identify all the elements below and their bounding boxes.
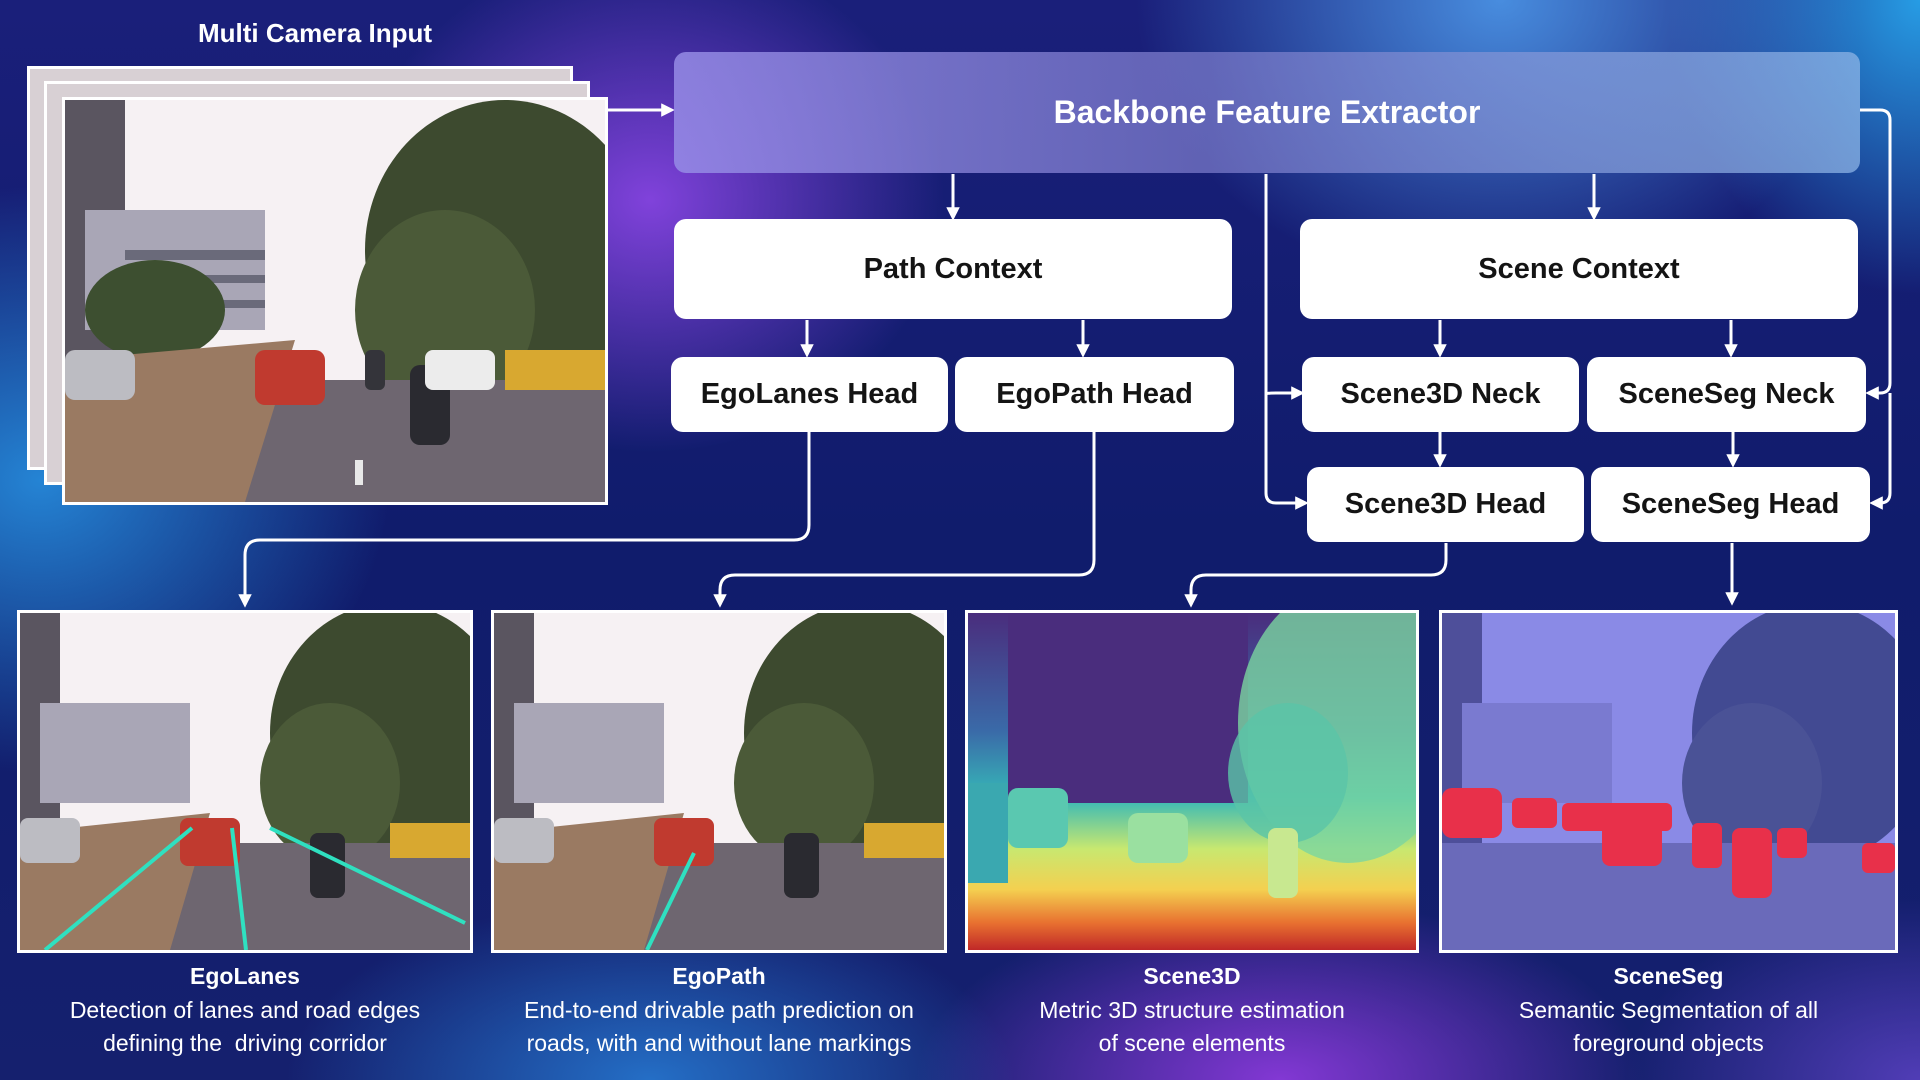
egolanes-caption-title: EgoLanes — [190, 963, 300, 989]
sceneseg-caption-desc-2: foreground objects — [1573, 1030, 1764, 1056]
segmented-objects — [1442, 788, 1895, 898]
path-context-label: Path Context — [863, 252, 1043, 285]
arrow-backbone-bypass-left — [1264, 174, 1305, 400]
egolanes-head-label: EgoLanes Head — [700, 378, 919, 410]
scene3d-neck-box[interactable]: Scene3D Neck — [1302, 357, 1579, 432]
egopath-head-label: EgoPath Head — [996, 378, 1193, 410]
scene3d-head-box[interactable]: Scene3D Head — [1307, 467, 1584, 542]
path-context-box[interactable]: Path Context — [674, 219, 1232, 319]
scene3d-output-image[interactable] — [965, 610, 1419, 953]
backbone-label: Backbone Feature Extractor — [1053, 94, 1481, 130]
sceneseg-caption-desc-1: Semantic Segmentation of all — [1518, 997, 1819, 1023]
scene3d-head-label: Scene3D Head — [1344, 488, 1547, 520]
scene3d-neck-label: Scene3D Neck — [1340, 378, 1541, 410]
street-scene-image — [65, 100, 605, 502]
backbone-feature-extractor[interactable]: Backbone Feature Extractor — [674, 52, 1860, 173]
egolanes-head-box[interactable]: EgoLanes Head — [671, 357, 948, 432]
sceneseg-caption-title: SceneSeg — [1613, 963, 1724, 989]
arrow-egolanes-to-output — [238, 432, 811, 608]
egolanes-caption-desc-1: Detection of lanes and road edges — [69, 997, 421, 1023]
scene-context-box[interactable]: Scene Context — [1300, 219, 1858, 319]
egopath-caption-desc-1: End-to-end drivable path prediction on — [524, 997, 914, 1023]
lane-lines — [43, 826, 466, 950]
camera-frame-front[interactable] — [62, 97, 608, 505]
egopath-caption-title: EgoPath — [672, 963, 766, 989]
sceneseg-neck-box[interactable]: SceneSeg Neck — [1587, 357, 1866, 432]
egolanes-output-image[interactable] — [17, 610, 473, 953]
sceneseg-head-label: SceneSeg Head — [1621, 488, 1840, 520]
egopath-head-box[interactable]: EgoPath Head — [955, 357, 1234, 432]
scene3d-caption-desc-2: of scene elements — [1098, 1030, 1286, 1056]
sceneseg-output-image[interactable] — [1439, 610, 1898, 953]
arrow-backbone-bypass-right — [1860, 108, 1892, 400]
sceneseg-head-box[interactable]: SceneSeg Head — [1591, 467, 1870, 542]
arrow-scene3d-to-output — [1184, 543, 1448, 608]
egolanes-caption-desc-2: defining the driving corridor — [103, 1030, 387, 1056]
scene3d-caption-desc-1: Metric 3D structure estimation — [1039, 997, 1345, 1023]
egopath-caption-desc-2: roads, with and without lane markings — [526, 1030, 912, 1056]
scene3d-caption-title: Scene3D — [1143, 963, 1241, 989]
drivable-path-line — [645, 852, 696, 950]
sceneseg-neck-label: SceneSeg Neck — [1618, 378, 1835, 410]
arrow-egopath-to-output — [713, 432, 1096, 608]
egopath-output-image[interactable] — [491, 610, 947, 953]
scene-context-label: Scene Context — [1478, 252, 1680, 285]
input-title: Multi Camera Input — [197, 18, 432, 48]
